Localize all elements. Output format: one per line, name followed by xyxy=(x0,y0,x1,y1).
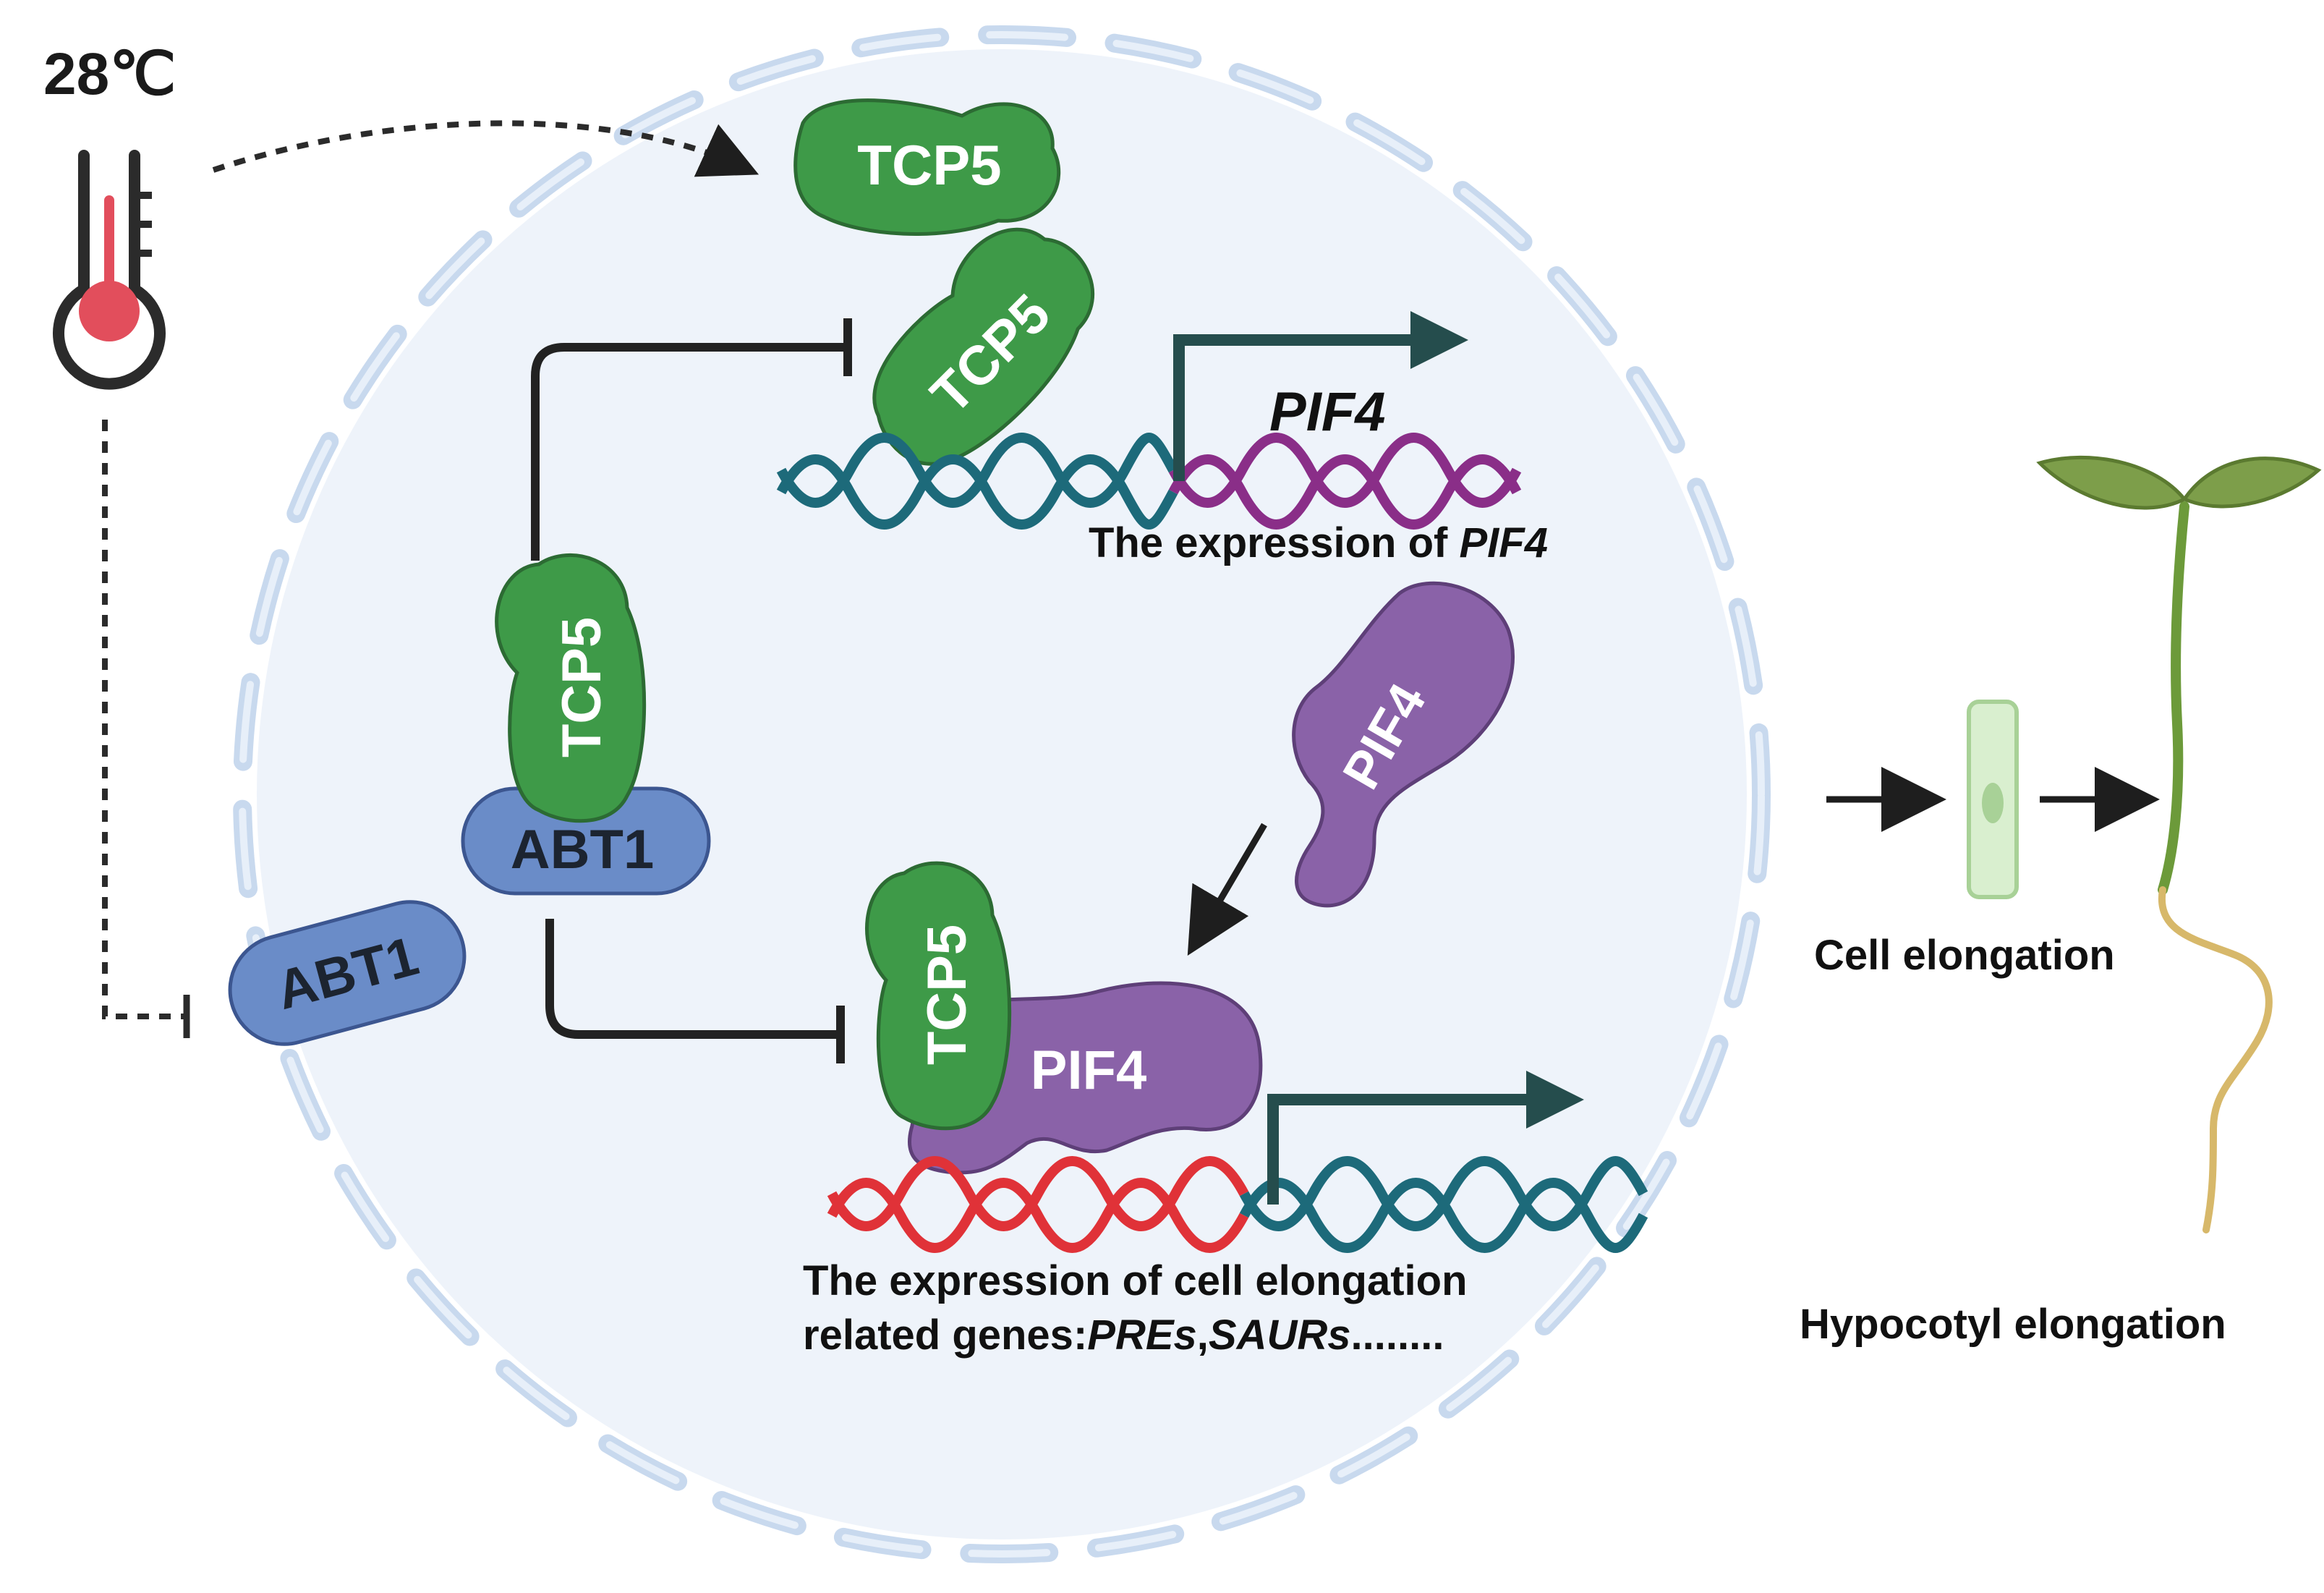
pif4-transcription-arrow xyxy=(1173,311,1468,481)
temperature-label: 28℃ xyxy=(43,41,176,107)
pif4-expression-label: The expression of PIF4 xyxy=(1089,519,1548,566)
heat-inhibits-abt1-line xyxy=(102,420,184,1019)
complex-inhibits-tcp5-pif4 xyxy=(545,919,839,1039)
svg-text:TCP5: TCP5 xyxy=(857,133,1001,197)
svg-text:TCP5: TCP5 xyxy=(551,617,613,757)
svg-text:ABT1: ABT1 xyxy=(511,819,654,880)
abt1-protein-complex: ABT1 xyxy=(461,786,711,896)
cell-elongation-label: Cell elongation xyxy=(1814,932,2115,979)
elongation-transcription-arrow xyxy=(1267,1071,1584,1205)
tcp5-top-protein: TCP5 xyxy=(793,98,1061,236)
nucleus xyxy=(233,25,1771,1563)
elongation-expression-line2: related genes:PREs,SAURs........ xyxy=(803,1312,1444,1359)
thermometer-icon xyxy=(53,150,166,390)
seedling-icon xyxy=(2036,455,2322,1233)
pif4-free-protein: PIF4 xyxy=(1292,581,1515,908)
tcp5-protein-complex: TCP5 xyxy=(495,553,647,823)
svg-text:TCP5: TCP5 xyxy=(916,925,978,1065)
heat-to-tcp5-arrow xyxy=(212,120,759,177)
pif4-gene-label: PIF4 xyxy=(1269,381,1386,443)
elongation-expression-line1: The expression of cell elongation xyxy=(803,1257,1468,1304)
temperature-block: 28℃ xyxy=(43,41,759,1038)
pif4-gene-dna xyxy=(776,433,1522,530)
tcp5-lower-protein: TCP5 xyxy=(865,861,1012,1131)
pif4-binding-arrow xyxy=(1187,823,1267,956)
svg-text:PIF4: PIF4 xyxy=(1031,1040,1147,1101)
hypocotyl-elongation-label: Hypocotyl elongation xyxy=(1800,1301,2226,1348)
elongation-genes-dna xyxy=(827,1156,1648,1253)
complex-inhibits-tcp5-binding xyxy=(531,343,846,561)
elongated-cell-icon xyxy=(1967,700,2019,899)
abt1-free-protein: ABT1 xyxy=(228,900,467,1046)
